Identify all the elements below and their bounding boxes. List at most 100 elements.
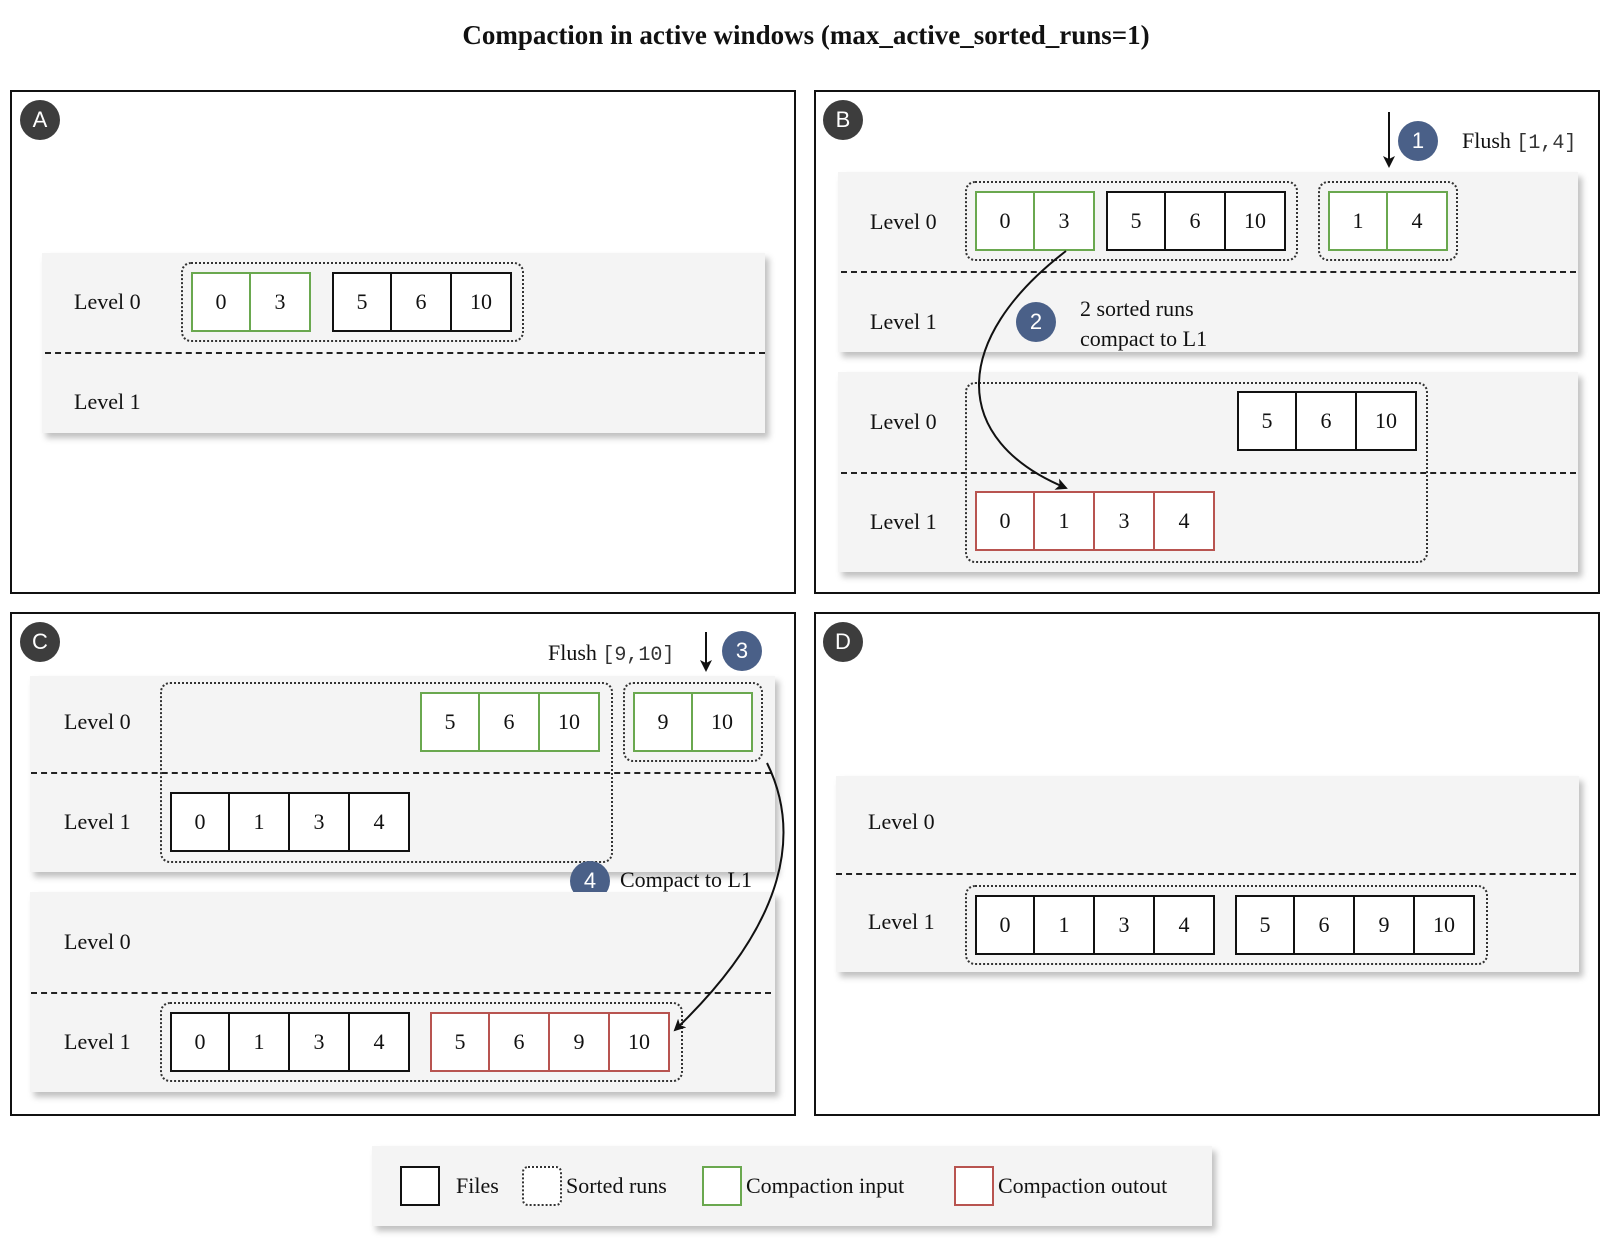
sorted-run xyxy=(181,262,524,342)
file-cell: 6 xyxy=(1293,895,1355,955)
compact-arrow-b xyxy=(978,250,1068,490)
level-1-label: Level 1 xyxy=(868,909,935,934)
level-0-label: Level 0 xyxy=(870,209,937,234)
panel-d xyxy=(814,612,1600,1116)
flush-word: Flush xyxy=(1462,128,1511,153)
legend-compaction-output-swatch xyxy=(954,1166,994,1206)
panel-c xyxy=(10,612,796,1116)
step-2-note: 2 sorted runs compact to L1 xyxy=(1080,294,1207,353)
level-divider xyxy=(31,772,771,774)
file-cell: 4 xyxy=(1153,895,1215,955)
file-cell: 5 xyxy=(430,1012,490,1072)
file-cell: 4 xyxy=(1386,191,1448,251)
level-0-label: Level 0 xyxy=(870,409,937,434)
level-1-label: Level 1 xyxy=(64,1029,131,1054)
flush-range: [9,10] xyxy=(602,644,675,667)
file-cell: 3 xyxy=(288,1012,350,1072)
step-2-badge: 2 xyxy=(1016,302,1056,342)
sorted-run xyxy=(160,682,613,863)
sorted-run xyxy=(965,885,1488,965)
legend-compaction-output-label: Compaction outout xyxy=(998,1173,1168,1198)
compact-arrow-c xyxy=(673,762,785,1032)
sorted-run xyxy=(965,382,1428,563)
file-cell: 3 xyxy=(1093,895,1155,955)
file-cell: 6 xyxy=(488,1012,550,1072)
level-divider xyxy=(31,992,771,994)
file-cell: 0 xyxy=(191,272,251,332)
file-cell: 10 xyxy=(1413,895,1475,955)
file-cell: 3 xyxy=(1033,191,1095,251)
file-cell: 3 xyxy=(249,272,311,332)
legend-files-swatch xyxy=(400,1166,440,1206)
file-cell: 0 xyxy=(975,895,1035,955)
level-divider xyxy=(841,472,1576,474)
flush-word: Flush xyxy=(548,640,597,665)
level-0-label: Level 0 xyxy=(868,809,935,834)
flush-label: Flush [9,10] xyxy=(548,638,674,669)
file-cell: 10 xyxy=(691,692,753,752)
step-3-badge: 3 xyxy=(722,631,762,671)
level-1-label: Level 1 xyxy=(74,389,141,414)
level-1-label: Level 1 xyxy=(870,509,937,534)
flush-range: [1,4] xyxy=(1516,132,1577,155)
legend-compaction-input-label: Compaction input xyxy=(746,1173,905,1198)
legend-files-label: Files xyxy=(456,1173,499,1198)
level-1-label: Level 1 xyxy=(870,309,937,334)
sorted-run-new xyxy=(1318,181,1458,261)
level-0-label: Level 0 xyxy=(74,289,141,314)
file-cell: 10 xyxy=(1224,191,1286,251)
file-cell: 10 xyxy=(538,692,600,752)
diagram-title: Compaction in active windows (max_active… xyxy=(462,20,1150,50)
panel-a-badge: A xyxy=(20,100,60,140)
file-cell: 4 xyxy=(348,792,410,852)
level-1-label: Level 1 xyxy=(64,809,131,834)
panel-d-badge: D xyxy=(823,622,863,662)
step-2-line-2: compact to L1 xyxy=(1080,325,1208,351)
file-cell: 1 xyxy=(1033,895,1095,955)
legend-sorted-runs-label: Sorted runs xyxy=(566,1173,667,1198)
file-cell: 5 xyxy=(420,692,480,752)
file-cell: 10 xyxy=(1355,391,1417,451)
file-cell: 1 xyxy=(228,1012,290,1072)
sorted-run-new xyxy=(623,682,763,762)
legend-compaction-input-swatch xyxy=(702,1166,742,1206)
file-cell: 4 xyxy=(348,1012,410,1072)
file-cell: 0 xyxy=(975,191,1035,251)
level-divider xyxy=(836,873,1576,875)
sorted-run xyxy=(160,1002,683,1082)
panel-c-badge: C xyxy=(20,622,60,662)
level-0-label: Level 0 xyxy=(64,929,131,954)
step-4-note: Compact to L1 xyxy=(620,867,752,892)
file-cell: 10 xyxy=(608,1012,670,1072)
panel-b-badge: B xyxy=(823,100,863,140)
file-cell: 5 xyxy=(332,272,392,332)
level-divider xyxy=(841,271,1576,273)
file-cell: 4 xyxy=(1153,491,1215,551)
file-cell: 9 xyxy=(548,1012,610,1072)
file-cell: 6 xyxy=(478,692,540,752)
step-2-line-1: 2 sorted runs xyxy=(1080,296,1194,321)
legend: Files Sorted runs Compaction input Compa… xyxy=(372,1146,1212,1226)
file-cell: 1 xyxy=(1328,191,1388,251)
panel-a xyxy=(10,90,796,594)
level-divider xyxy=(45,352,765,354)
file-cell: 0 xyxy=(170,1012,230,1072)
flush-label: Flush [1,4] xyxy=(1462,126,1576,157)
sorted-run xyxy=(965,181,1298,261)
level-0-label: Level 0 xyxy=(64,709,131,734)
file-cell: 5 xyxy=(1106,191,1166,251)
